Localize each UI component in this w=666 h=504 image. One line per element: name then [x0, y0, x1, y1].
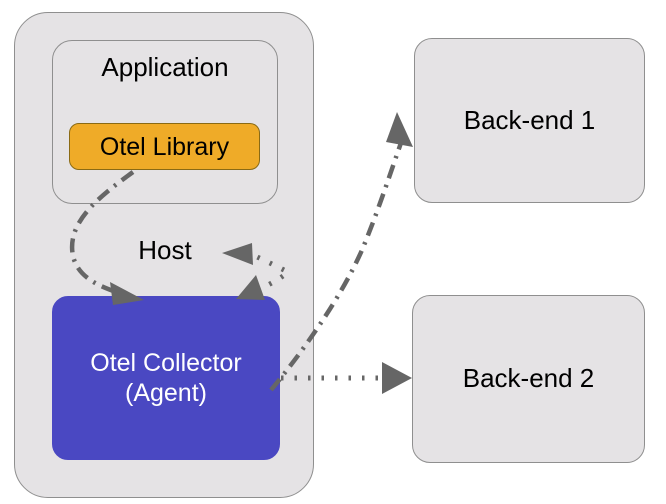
backend-1-node[interactable]: Back-end 1 — [414, 38, 645, 203]
otel-library-node[interactable]: Otel Library — [69, 123, 260, 170]
otel-collector-node[interactable]: Otel Collector (Agent) — [52, 296, 280, 460]
otel-collector-label-line1: Otel Collector — [90, 349, 242, 377]
backend-2-label: Back-end 2 — [462, 363, 595, 394]
host-label: Host — [128, 234, 202, 268]
host-label-text: Host — [138, 235, 192, 266]
otel-library-label: Otel Library — [99, 132, 230, 161]
application-label: Application — [101, 52, 229, 82]
arrowhead-icon — [386, 112, 413, 147]
application-container[interactable]: Application — [52, 40, 278, 204]
backend-1-label: Back-end 1 — [463, 104, 596, 135]
arrowhead-icon — [382, 362, 412, 394]
otel-collector-label-line2: (Agent) — [125, 379, 207, 407]
backend-2-node[interactable]: Back-end 2 — [412, 295, 645, 463]
